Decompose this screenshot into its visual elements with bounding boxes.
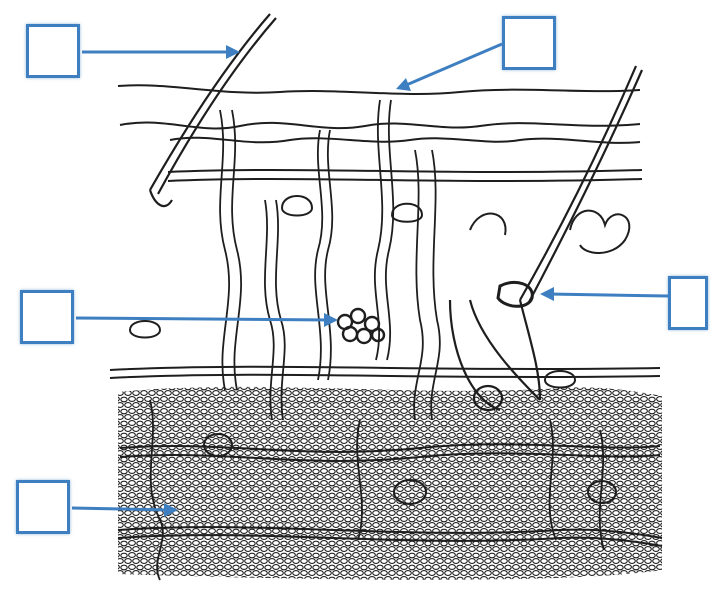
label-text-sweat-gland — [23, 293, 71, 341]
hair-right — [450, 66, 642, 410]
arrow-nerve-ending — [404, 44, 502, 86]
label-text-nerve-ending — [505, 19, 553, 67]
arrow-sebaceous-gland — [548, 294, 668, 296]
label-box-nerve-ending[interactable] — [502, 16, 556, 70]
subcutaneous-fat — [118, 387, 662, 580]
label-text-sebaceous-gland — [671, 279, 705, 327]
label-box-sebaceous-gland[interactable] — [668, 276, 708, 330]
label-box-subcutaneous-layer[interactable] — [16, 480, 70, 534]
arrow-sweat-gland — [76, 318, 330, 320]
arrow-subcutaneous — [72, 508, 170, 510]
arrector-muscle — [498, 282, 532, 306]
label-box-sweat-gland[interactable] — [20, 290, 74, 344]
hair-left — [150, 14, 276, 206]
label-text-hair-shaft — [29, 27, 77, 75]
label-box-hair-shaft[interactable] — [26, 24, 80, 78]
label-text-subcutaneous-layer — [19, 483, 67, 531]
